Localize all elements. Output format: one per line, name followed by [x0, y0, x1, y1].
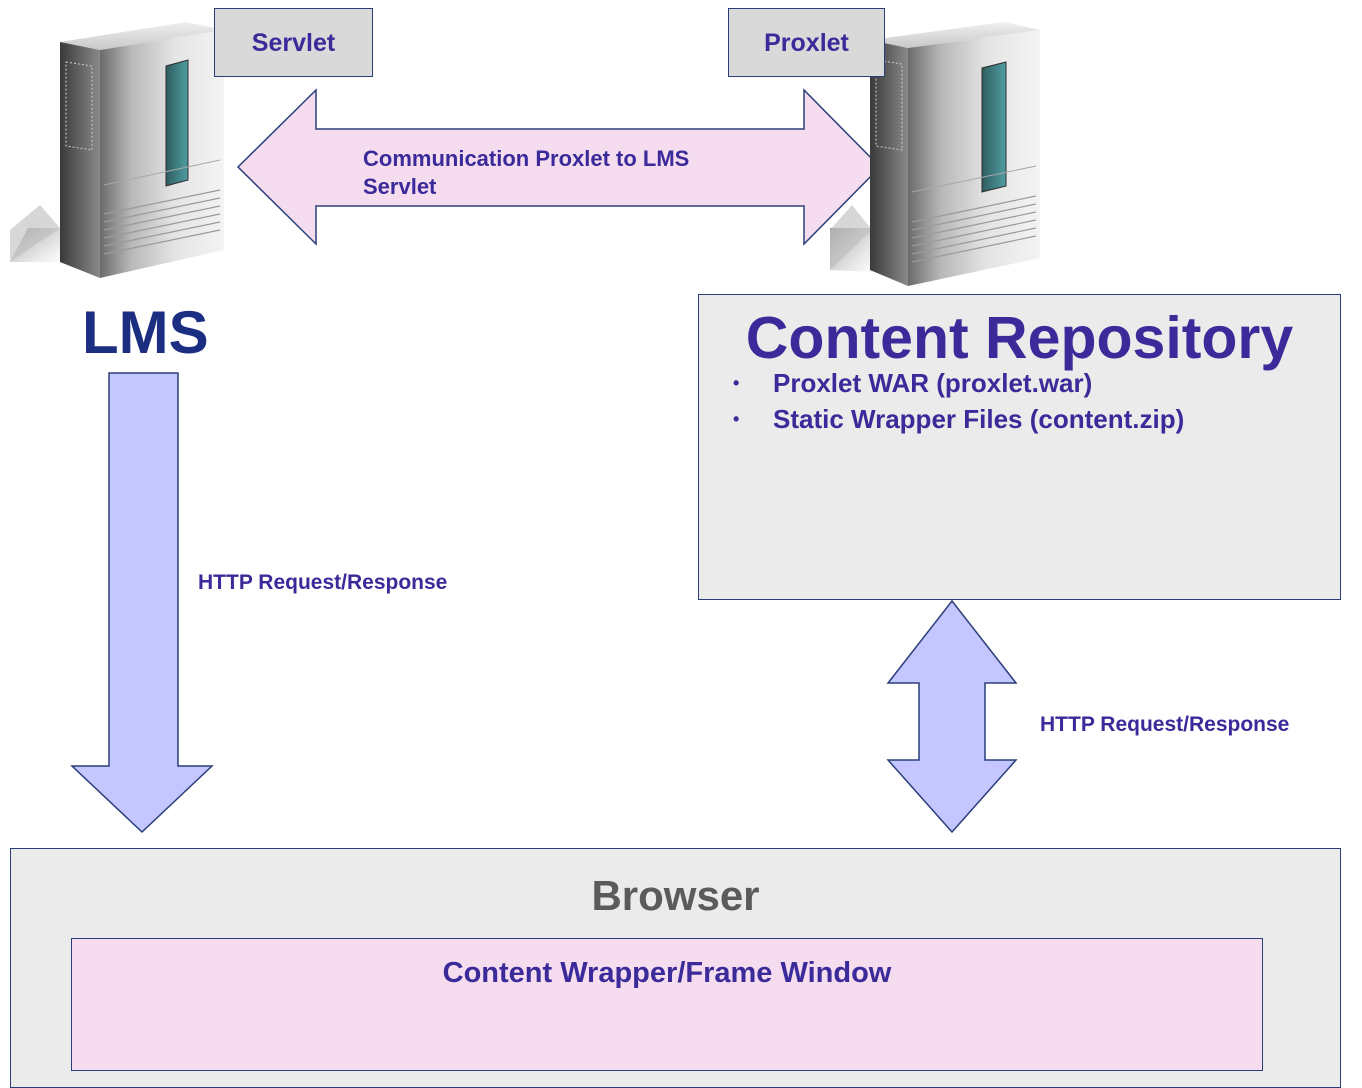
repository-item-label: Proxlet WAR (proxlet.war) — [773, 368, 1093, 398]
lms-title: LMS — [82, 299, 209, 366]
repository-item-label: Static Wrapper Files (content.zip) — [773, 404, 1185, 434]
proxlet-label: Proxlet — [764, 29, 849, 57]
lms-to-browser-arrow — [70, 372, 214, 834]
browser-title: Browser — [591, 872, 760, 919]
content-wrapper-label: Content Wrapper/Frame Window — [442, 957, 892, 989]
servlet-box: Servlet — [214, 8, 373, 77]
proxlet-box: Proxlet — [728, 8, 885, 77]
repository-contents-list: • Proxlet WAR (proxlet.war) • Static Wrapp… — [733, 365, 1184, 437]
list-item: • Proxlet WAR (proxlet.war) — [733, 365, 1184, 401]
content-wrapper-frame: Content Wrapper/Frame Window — [71, 938, 1263, 1071]
bullet-icon: • — [733, 409, 740, 429]
servlet-label: Servlet — [251, 29, 336, 57]
content-repository-box: Content Repository • Proxlet WAR (proxlet… — [698, 294, 1341, 600]
repository-to-browser-arrow — [886, 599, 1018, 834]
lms-http-label: HTTP Request/Response — [198, 571, 448, 594]
repository-server-icon — [830, 22, 1040, 286]
content-repository-title: Content Repository — [745, 305, 1294, 371]
list-item: • Static Wrapper Files (content.zip) — [733, 401, 1184, 437]
repository-http-label: HTTP Request/Response — [1040, 713, 1290, 736]
lms-server-icon — [10, 22, 224, 278]
bullet-icon: • — [733, 373, 740, 393]
browser-box: Browser Content Wrapper/Frame Window — [10, 848, 1341, 1088]
communication-label: Communication Proxlet to LMS Servlet — [363, 146, 690, 199]
